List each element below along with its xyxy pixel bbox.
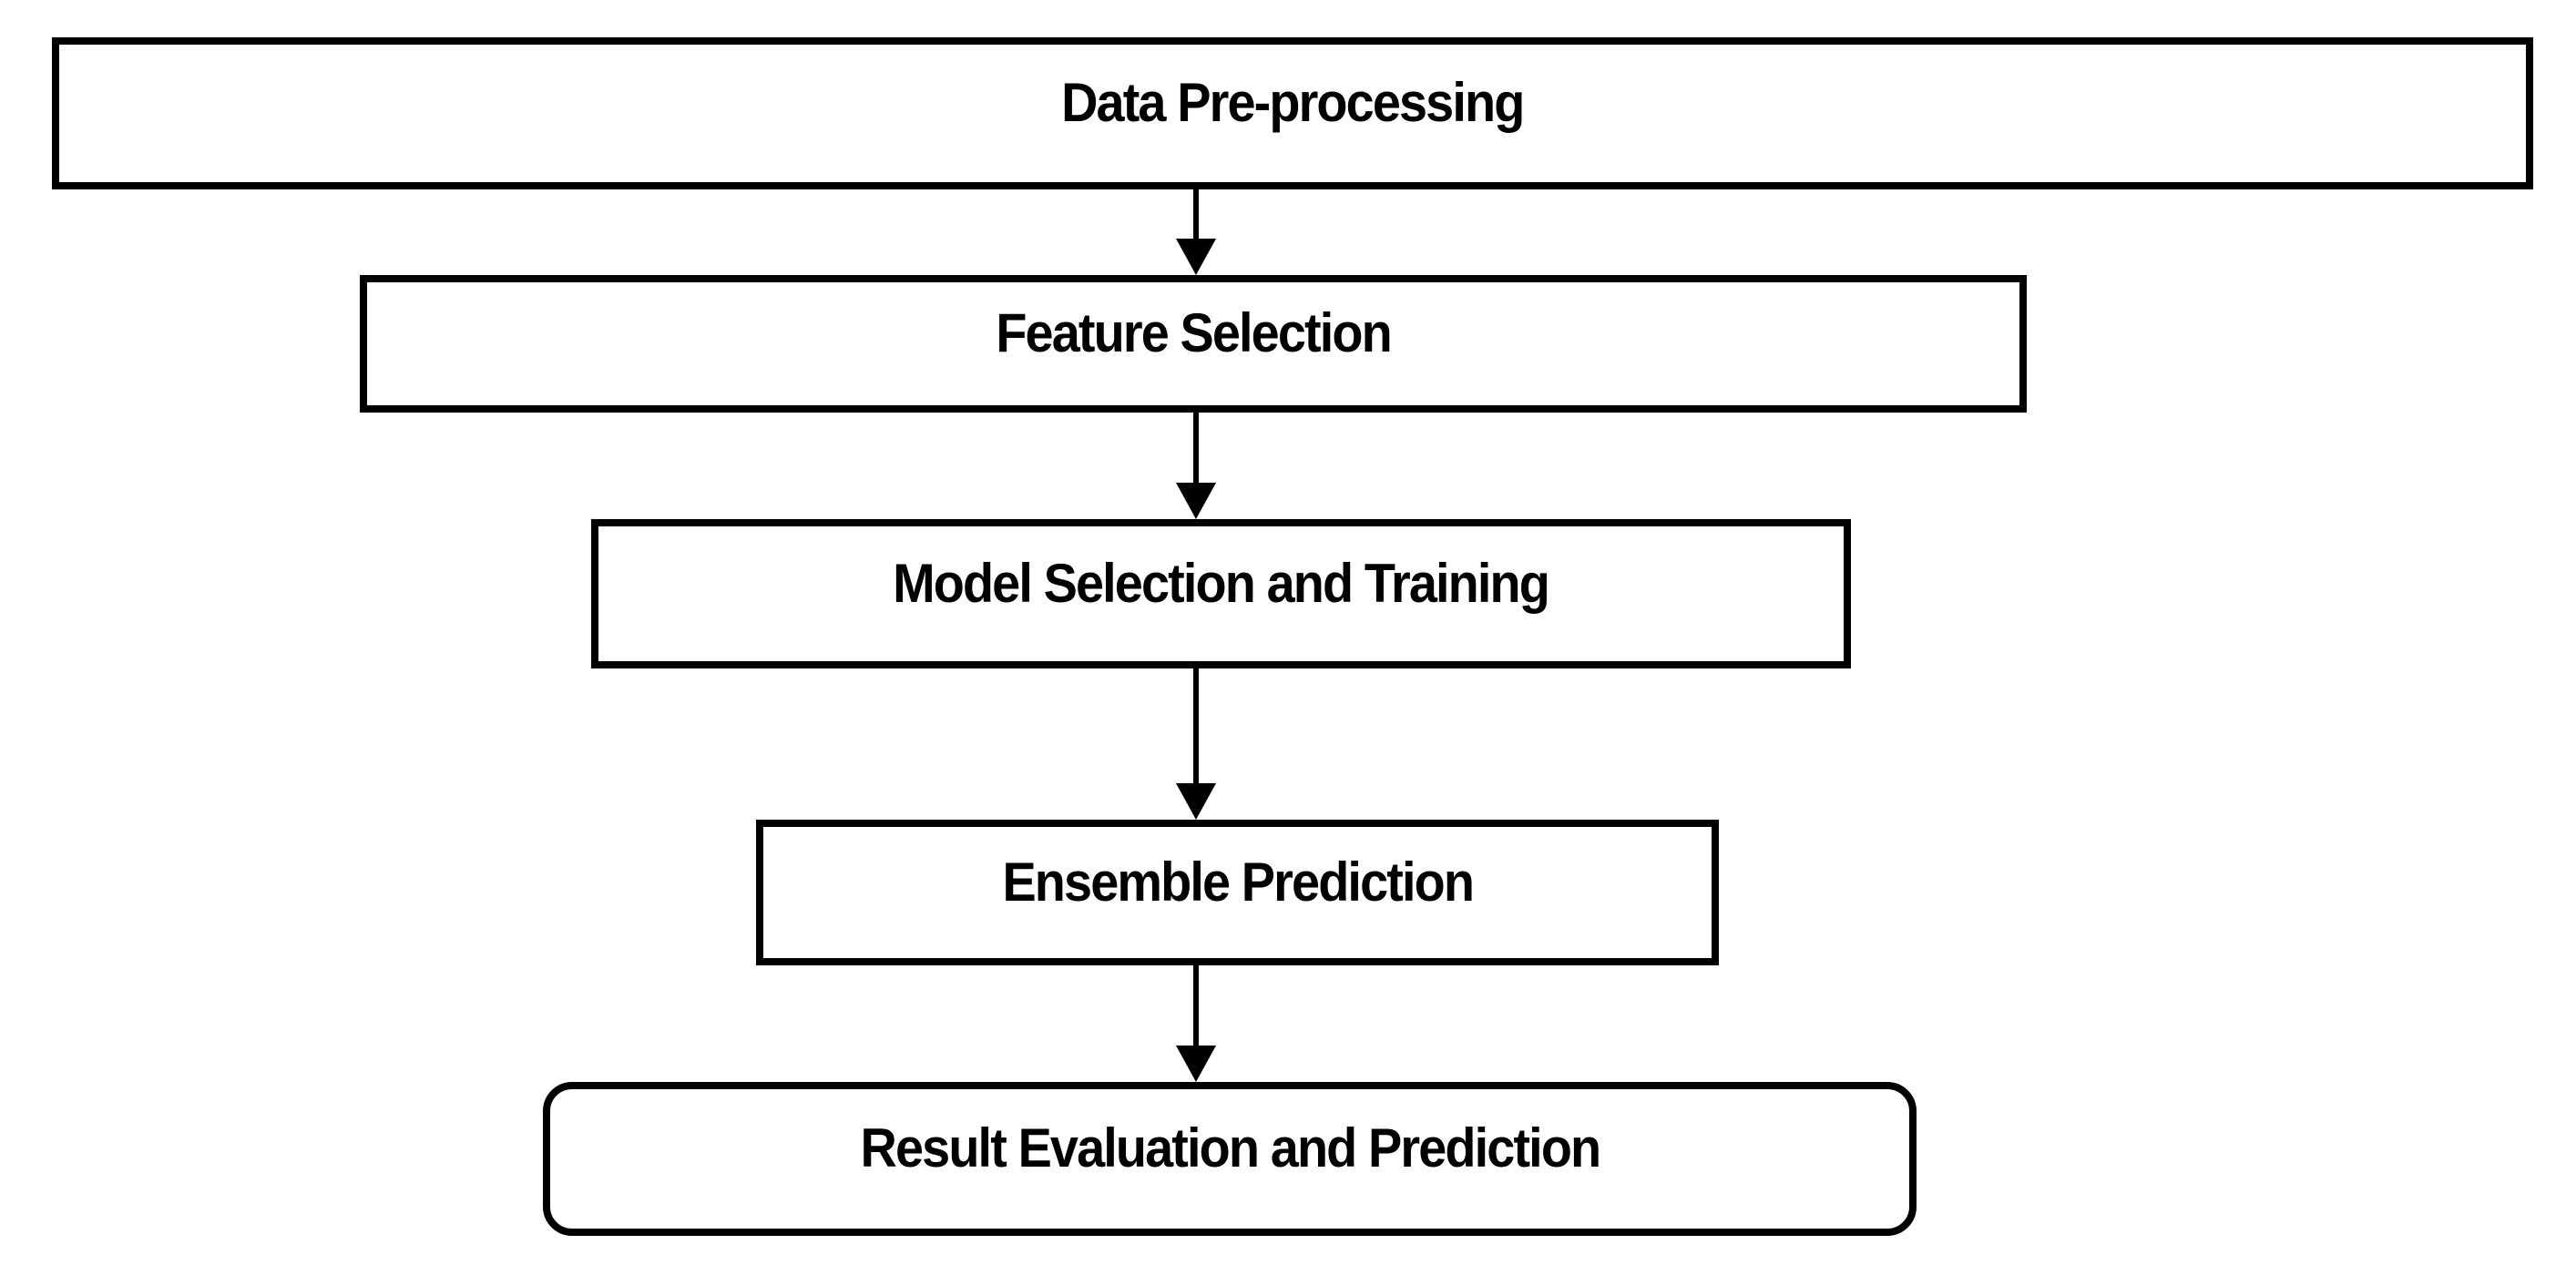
arrow-head-icon: [1176, 239, 1216, 275]
arrow-head-icon: [1176, 483, 1216, 519]
flow-step-label: Result Evaluation and Prediction: [860, 1117, 1601, 1178]
flow-step-label: Ensemble Prediction: [1002, 851, 1474, 913]
down-arrow-connector-2: [1176, 413, 1216, 519]
down-arrow-connector-1: [1176, 189, 1216, 275]
arrow-head-icon: [1176, 783, 1216, 820]
flow-step-result-evaluation-and-prediction: Result Evaluation and Prediction: [543, 1082, 1917, 1236]
arrow-line: [1193, 413, 1199, 483]
down-arrow-connector-4: [1176, 965, 1216, 1082]
arrow-head-icon: [1176, 1046, 1216, 1082]
flow-step-label: Model Selection and Training: [893, 552, 1551, 614]
arrow-line: [1193, 668, 1199, 783]
flow-step-data-pre-processing: Data Pre-processing: [52, 37, 2533, 189]
flow-step-ensemble-prediction: Ensemble Prediction: [756, 820, 1719, 965]
down-arrow-connector-3: [1176, 668, 1216, 820]
flow-step-model-selection-and-training: Model Selection and Training: [591, 519, 1851, 668]
arrow-line: [1193, 189, 1199, 239]
arrow-line: [1193, 965, 1199, 1046]
flow-step-label: Data Pre-processing: [1061, 72, 1525, 133]
flow-step-label: Feature Selection: [996, 302, 1392, 363]
flow-step-feature-selection: Feature Selection: [360, 275, 2027, 413]
